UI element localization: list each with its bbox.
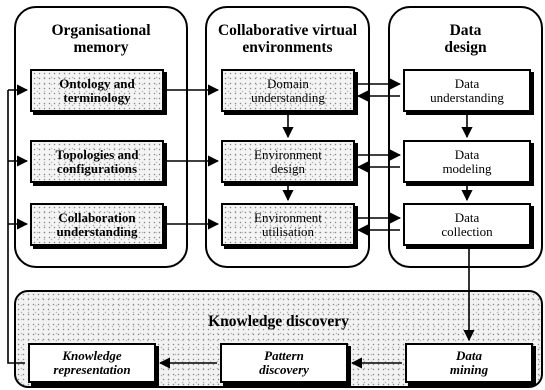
domain-understanding-line2: understanding	[251, 89, 325, 105]
environment-design-line2: design	[271, 160, 305, 176]
organisational-memory-title: Organisational memory	[14, 22, 188, 56]
ontology-line1: Ontology and	[59, 75, 135, 91]
data-understanding-line1: Data	[454, 75, 480, 91]
environment-utilisation-line2: utilisation	[261, 223, 314, 239]
data-mining-line1: Data	[455, 348, 482, 363]
organisational-memory-title-line2: memory	[73, 39, 129, 56]
knowledge-representation-line2: representation	[53, 362, 131, 377]
domain-understanding-line1: Domain	[267, 75, 309, 91]
data-design-title: Data design	[388, 22, 543, 56]
data-modeling-line2: modeling	[442, 160, 492, 176]
data-design-panel	[388, 6, 543, 268]
pattern-discovery-line1: Pattern	[264, 348, 304, 363]
cve-title-line2: environments	[242, 39, 333, 56]
data-understanding-line2: understanding	[430, 89, 504, 105]
collab-understanding-line1: Collaboration	[58, 209, 136, 225]
environment-design-line1: Environment	[254, 146, 322, 162]
collab-understanding-line2: understanding	[56, 223, 138, 239]
organisational-memory-title-line1: Organisational	[51, 22, 151, 39]
knowledge-representation-line1: Knowledge	[62, 348, 122, 363]
pattern-discovery-line2: discovery	[259, 362, 309, 377]
data-collection-line2: collection	[441, 223, 493, 239]
data-design-title-line2: design	[444, 39, 487, 56]
cve-title-line1: Collaborative virtual	[217, 22, 358, 39]
topologies-line2: configurations	[56, 160, 138, 176]
knowledge-discovery-title: Knowledge discovery	[208, 313, 349, 330]
topologies-line1: Topologies and	[55, 146, 139, 162]
data-collection-line1: Data	[454, 209, 480, 225]
data-mining-line2: mining	[449, 362, 489, 377]
environment-utilisation-line1: Environment	[254, 209, 322, 225]
ontology-line2: terminology	[63, 89, 131, 105]
data-modeling-line1: Data	[454, 146, 480, 162]
data-design-title-line1: Data	[449, 22, 482, 39]
collaborative-virtual-environments-panel	[205, 6, 370, 268]
collaborative-virtual-environments-title: Collaborative virtual environments	[205, 22, 370, 56]
